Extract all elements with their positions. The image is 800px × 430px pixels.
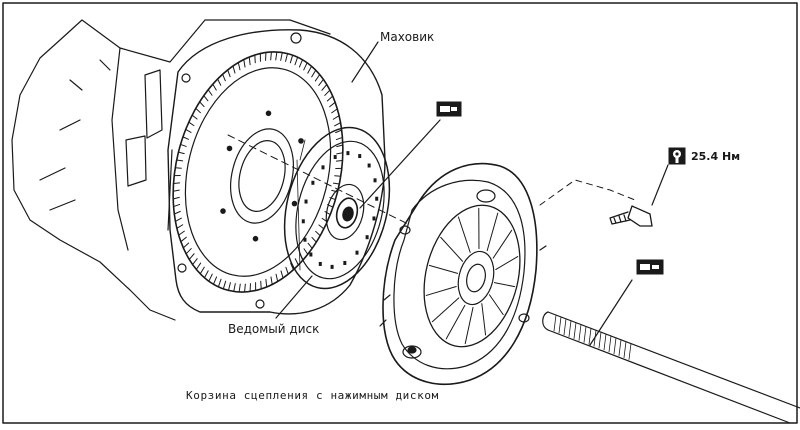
grease-symbol-icon: [436, 101, 462, 117]
clutch-cover: [380, 164, 546, 385]
grease-symbol-icon: [636, 259, 664, 275]
label-torque-value: 25.4 Нм: [691, 150, 740, 164]
leader-torque: [652, 165, 668, 205]
label-driven-disc: Ведомый диск: [228, 322, 319, 336]
bolt-axis-line: [540, 180, 635, 205]
cover-bolt: [610, 206, 652, 226]
leader-shaft-lube: [590, 280, 632, 345]
frame-border: [3, 3, 797, 423]
flywheel-housing: [168, 30, 385, 314]
flywheel: [149, 34, 367, 310]
input-shaft: [543, 312, 800, 423]
label-flywheel: Маховик: [380, 30, 434, 44]
torque-wrench-icon: [668, 147, 686, 165]
label-clutch-cover: Корзина сцепления с нажимным диском: [186, 389, 439, 403]
